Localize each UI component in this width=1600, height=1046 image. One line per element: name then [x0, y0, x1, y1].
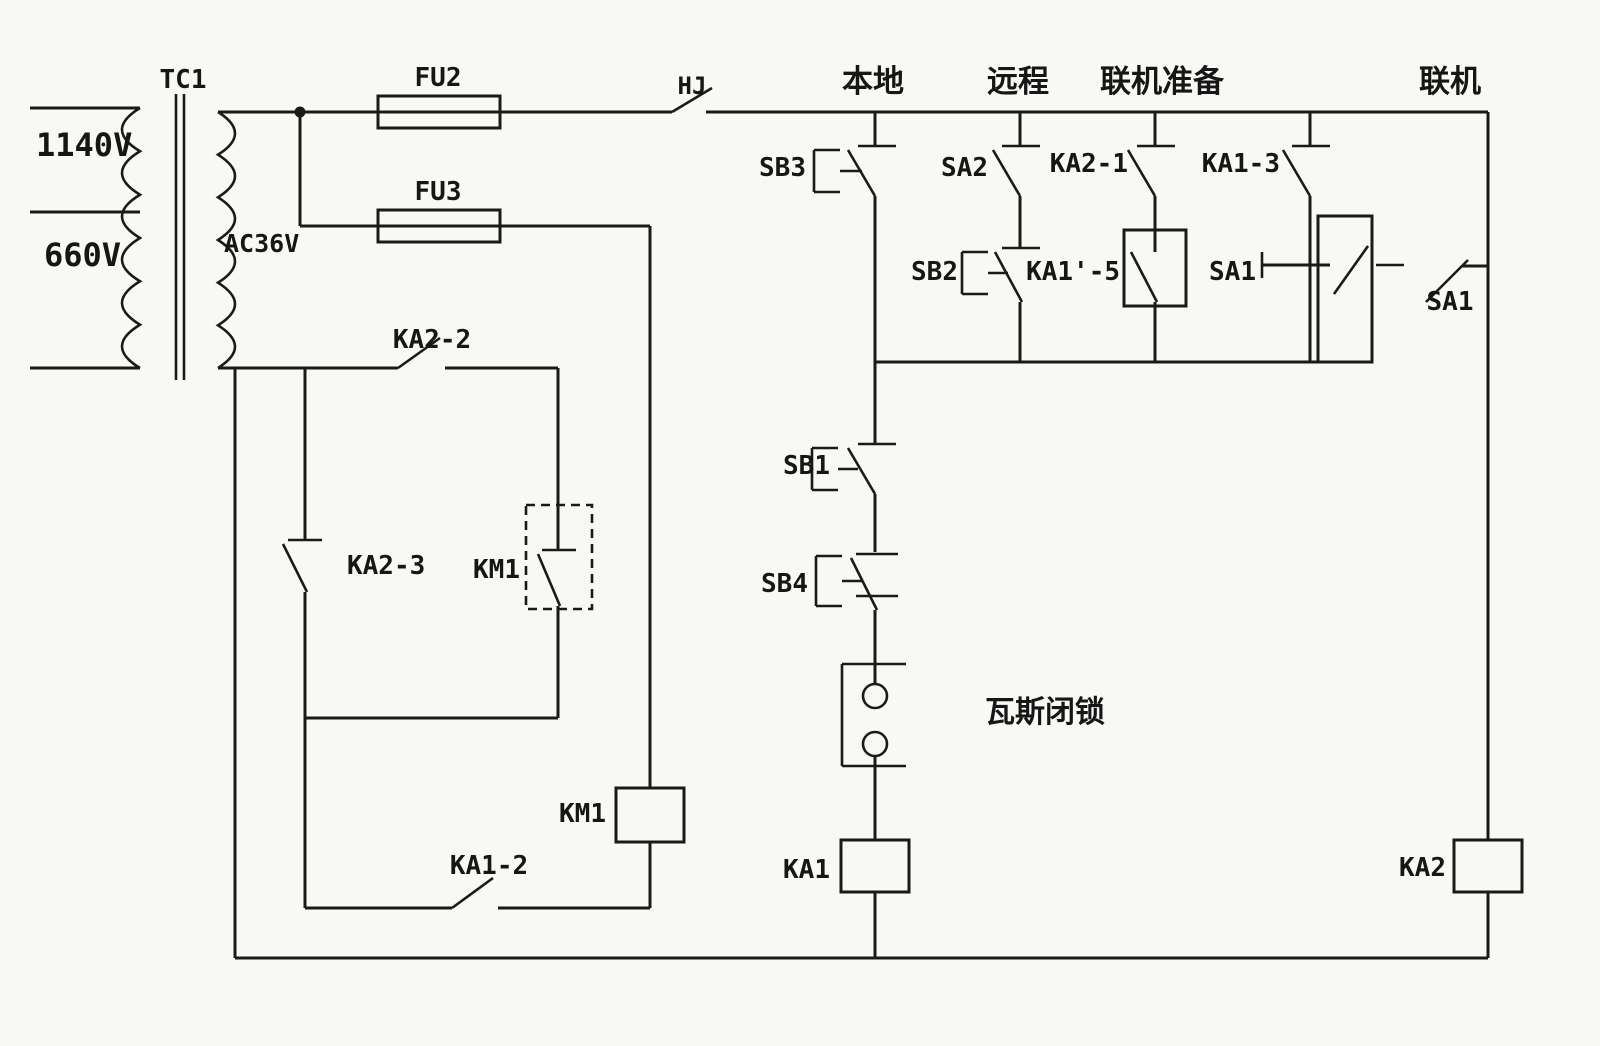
label-km1-coil: KM1	[559, 799, 606, 829]
label-ka2-2: KA2-2	[393, 325, 471, 355]
ka1-5-contact	[1122, 228, 1188, 308]
label-660v: 660V	[44, 236, 121, 274]
sa1-left-arm	[1332, 245, 1370, 295]
label-ac36v: AC36V	[224, 229, 299, 258]
primary-winding	[120, 106, 143, 370]
km1-aux-contact-arm	[536, 553, 562, 607]
label-sa2: SA2	[941, 153, 988, 183]
wiring	[218, 106, 1490, 960]
gas-contact-terminal-bottom	[861, 730, 889, 758]
ka2-3-contact-arm	[281, 543, 309, 593]
sb4-operator-bracket	[814, 554, 862, 608]
ka1-5-contact-arm	[1129, 251, 1159, 303]
km1-coil	[614, 786, 686, 844]
sb3-contact-arm	[846, 149, 877, 197]
ka2-2-contact	[397, 336, 441, 370]
label-fu2: FU2	[415, 63, 462, 93]
label-col-online-ready: 联机准备	[1100, 64, 1225, 100]
ka2-coil	[1452, 838, 1524, 894]
sb2-operator-bracket	[960, 250, 1008, 296]
gas-contact-terminal-top	[861, 682, 889, 710]
sb2-pushbutton	[960, 246, 1040, 303]
sb1-contact-arm	[846, 447, 877, 495]
sb1-pushbutton	[810, 442, 896, 495]
label-sb2: SB2	[911, 257, 958, 287]
label-ka1-2: KA1-2	[450, 851, 528, 881]
ka2-2-contact-arm	[397, 336, 441, 370]
hj-contact	[671, 86, 713, 114]
label-ka2-1: KA2-1	[1050, 149, 1128, 179]
sa2-contact	[991, 144, 1040, 197]
label-sb1: SB1	[783, 451, 830, 481]
sb3-operator-bracket	[812, 148, 862, 194]
sa1-selector	[1260, 214, 1488, 364]
ka1-2-contact-arm	[451, 876, 494, 910]
sb4-contact-arm	[849, 557, 879, 611]
sa2-contact-arm	[991, 149, 1022, 197]
hj-contact-arm	[671, 86, 713, 114]
ka1-2-contact	[451, 876, 494, 910]
ka1-3-contact-arm	[1281, 149, 1312, 197]
sb1-operator-bracket	[810, 446, 858, 492]
sb4-pushbutton	[814, 552, 898, 611]
label-gas-lockout: 瓦斯闭锁	[985, 695, 1105, 730]
label-sb3: SB3	[759, 153, 806, 183]
sa1-selector-box	[1316, 214, 1374, 364]
gas-contact-bracket	[840, 662, 906, 768]
fuse-fu2	[376, 94, 502, 130]
gas-lockout-contact	[840, 662, 906, 768]
label-col-local: 本地	[842, 64, 904, 100]
ka2-1-contact-arm	[1126, 149, 1157, 197]
label-ka1-3: KA1-3	[1202, 149, 1280, 179]
label-sb4: SB4	[761, 569, 808, 599]
transformer-tc1	[30, 94, 237, 380]
ka1-3-contact	[1281, 144, 1330, 197]
label-km1-contact: KM1	[473, 555, 520, 585]
label-col-online: 联机	[1419, 64, 1481, 100]
ka2-3-contact	[281, 538, 322, 593]
sa1-right-arm	[1425, 259, 1469, 303]
label-hj: HJ	[678, 72, 707, 100]
label-ka2: KA2	[1399, 853, 1446, 883]
label-tc1: TC1	[160, 65, 207, 95]
km1-aux-contact	[524, 503, 594, 611]
label-sa1-left: SA1	[1209, 257, 1256, 287]
label-sa1-right: SA1	[1427, 287, 1474, 317]
label-ka1: KA1	[783, 855, 830, 885]
label-fu3: FU3	[415, 177, 462, 207]
label-col-remote: 远程	[987, 64, 1049, 100]
secondary-winding	[215, 110, 237, 370]
label-ka1-5: KA1'-5	[1026, 257, 1120, 287]
label-1140v: 1140V	[36, 126, 132, 164]
ka2-1-contact	[1126, 144, 1175, 197]
fuse-fu3	[376, 208, 502, 244]
sb2-contact-arm	[993, 251, 1024, 303]
sb3-pushbutton	[812, 144, 896, 197]
label-ka2-3: KA2-3	[347, 551, 425, 581]
ka1-coil	[839, 838, 911, 894]
